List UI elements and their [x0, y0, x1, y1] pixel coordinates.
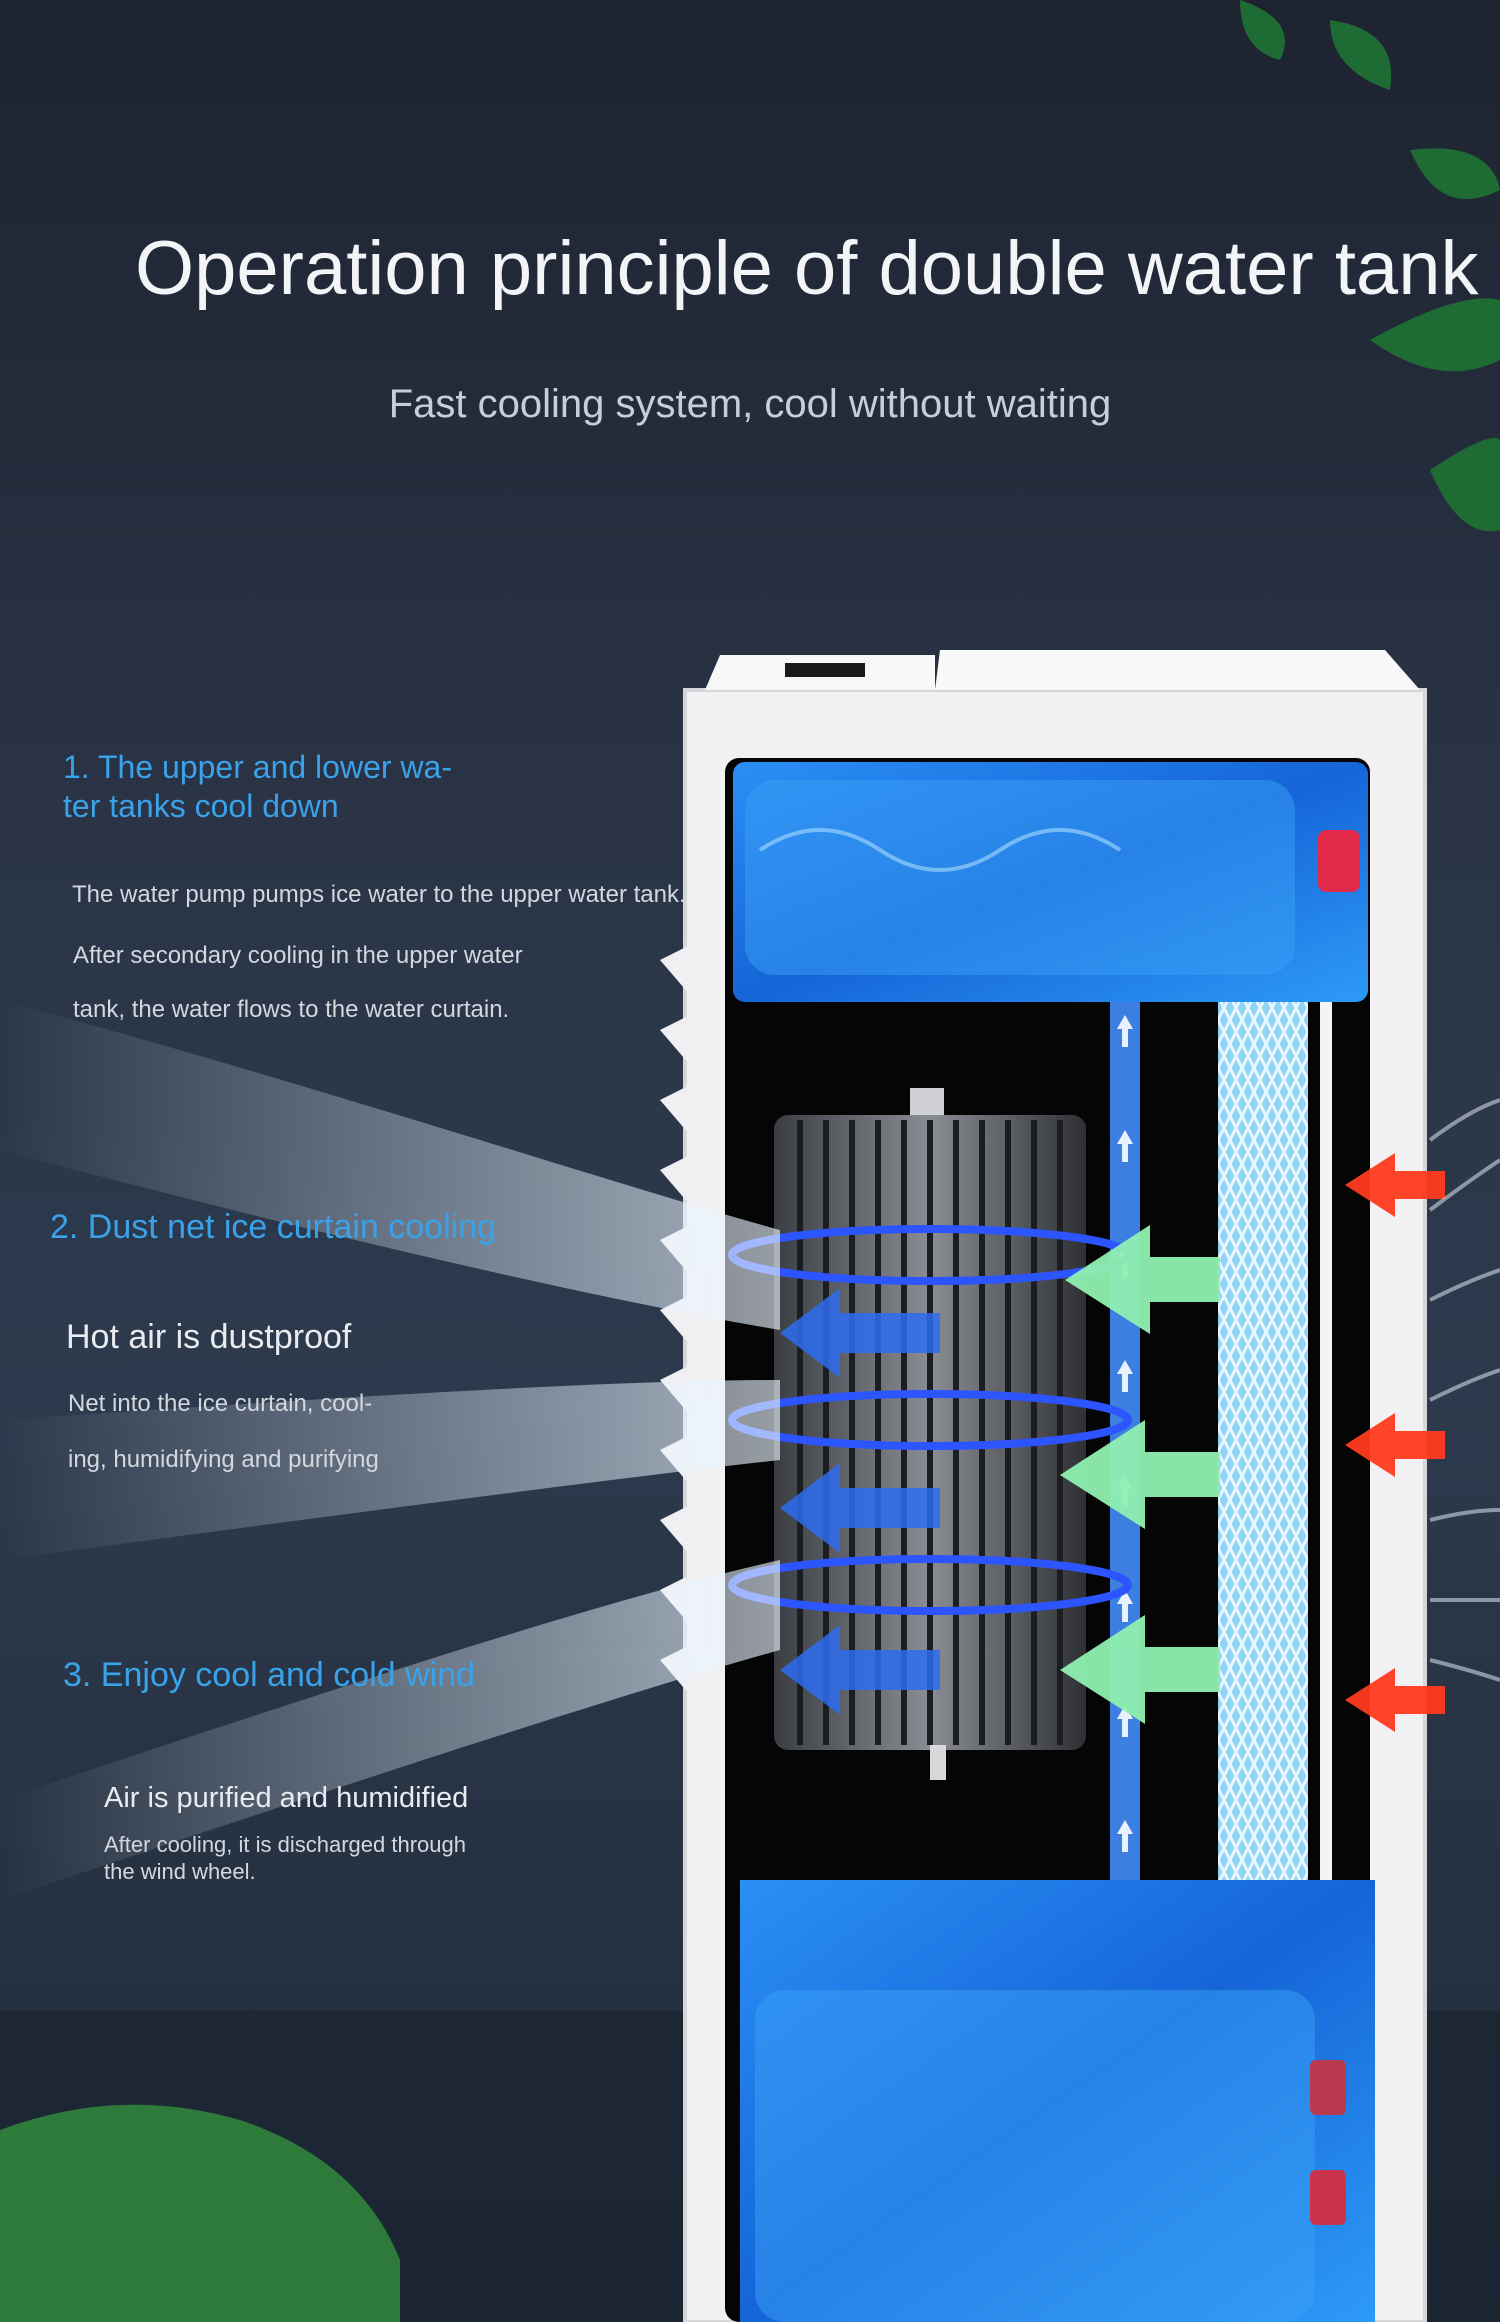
- air-louvres: [660, 945, 690, 1695]
- fan-wheel-icon: [728, 1088, 1132, 1780]
- intake-air-streaks: [1428, 1098, 1500, 1682]
- leaf-icon: [1240, 0, 1500, 532]
- page-title: Operation principle of double water tank: [135, 226, 1479, 311]
- step-2-text-line1: Net into the ice curtain, cool-: [68, 1390, 373, 1417]
- step-3-subheading: Air is purified and humidified: [104, 1782, 469, 1814]
- hot-air-arrow-icon: [1345, 1153, 1445, 1732]
- step-2-text-line2: ing, humidifying and purifying: [68, 1446, 379, 1473]
- step-3-text-line2: the wind wheel.: [104, 1859, 256, 1884]
- cool-air-arrow-icon: [1060, 1225, 1220, 1724]
- step-1-heading: 1. The upper and lower wa- ter tanks coo…: [63, 748, 452, 826]
- upper-water-tank: [733, 762, 1368, 1002]
- step-1-text-line3: tank, the water flows to the water curta…: [73, 996, 510, 1023]
- step-1-text-line1: The water pump pumps ice water to the up…: [72, 881, 686, 908]
- lower-water-tank: [740, 1880, 1375, 2322]
- step-3-heading: 3. Enjoy cool and cold wind: [63, 1656, 476, 1694]
- step-1-heading-line1: 1. The upper and lower wa-: [63, 749, 452, 785]
- step-1-heading-line2: ter tanks cool down: [63, 788, 339, 824]
- dust-net: [1320, 1002, 1332, 1880]
- step-2-subheading: Hot air is dustproof: [66, 1318, 352, 1356]
- step-1-text-line2: After secondary cooling in the upper wat…: [73, 942, 523, 969]
- step-3-text-line1: After cooling, it is discharged through: [104, 1832, 466, 1857]
- ice-curtain: [1218, 1002, 1308, 1880]
- step-2-heading: 2. Dust net ice curtain cooling: [50, 1208, 497, 1246]
- page-subtitle: Fast cooling system, cool without waitin…: [388, 382, 1112, 426]
- cold-wind-stream: [0, 1000, 780, 1900]
- tropical-leaf-icon: [0, 2104, 400, 2322]
